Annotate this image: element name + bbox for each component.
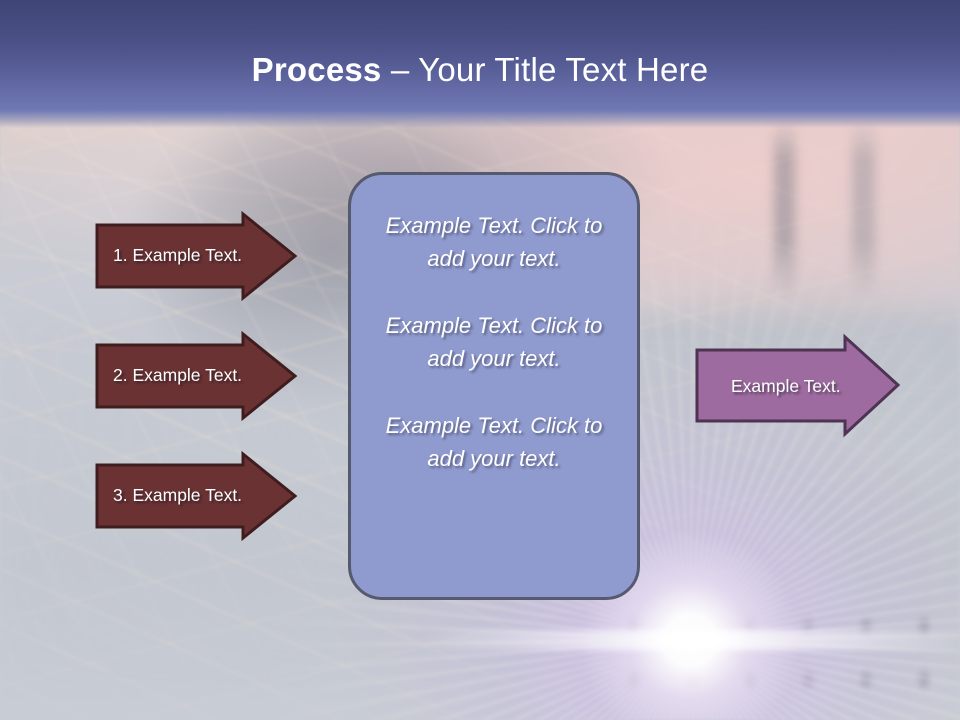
step-arrow-1-shape: [95, 210, 298, 302]
step-arrow-2[interactable]: 2. Example Text.: [95, 330, 298, 422]
page-title-bold: Process: [251, 51, 382, 88]
center-panel-block-1: Example Text. Click to add your text.: [385, 213, 603, 271]
step-arrow-3[interactable]: 3. Example Text.: [95, 450, 298, 542]
page-title-rest: – Your Title Text Here: [381, 51, 709, 88]
spark-lens-flare: [420, 630, 960, 650]
center-text-panel[interactable]: Example Text. Click to add your text. Ex…: [348, 172, 640, 600]
center-panel-block-2: Example Text. Click to add your text.: [385, 313, 603, 371]
title-band: [0, 0, 960, 128]
page-title: Process – Your Title Text Here: [0, 50, 960, 90]
step-arrow-3-shape: [95, 450, 298, 542]
step-arrow-2-shape: [95, 330, 298, 422]
step-arrow-1[interactable]: 1. Example Text.: [95, 210, 298, 302]
background-perforated-plate: [620, 610, 960, 690]
center-panel-block-3: Example Text. Click to add your text.: [385, 413, 603, 471]
output-arrow[interactable]: Example Text.: [695, 333, 901, 438]
output-arrow-shape: [695, 333, 901, 438]
